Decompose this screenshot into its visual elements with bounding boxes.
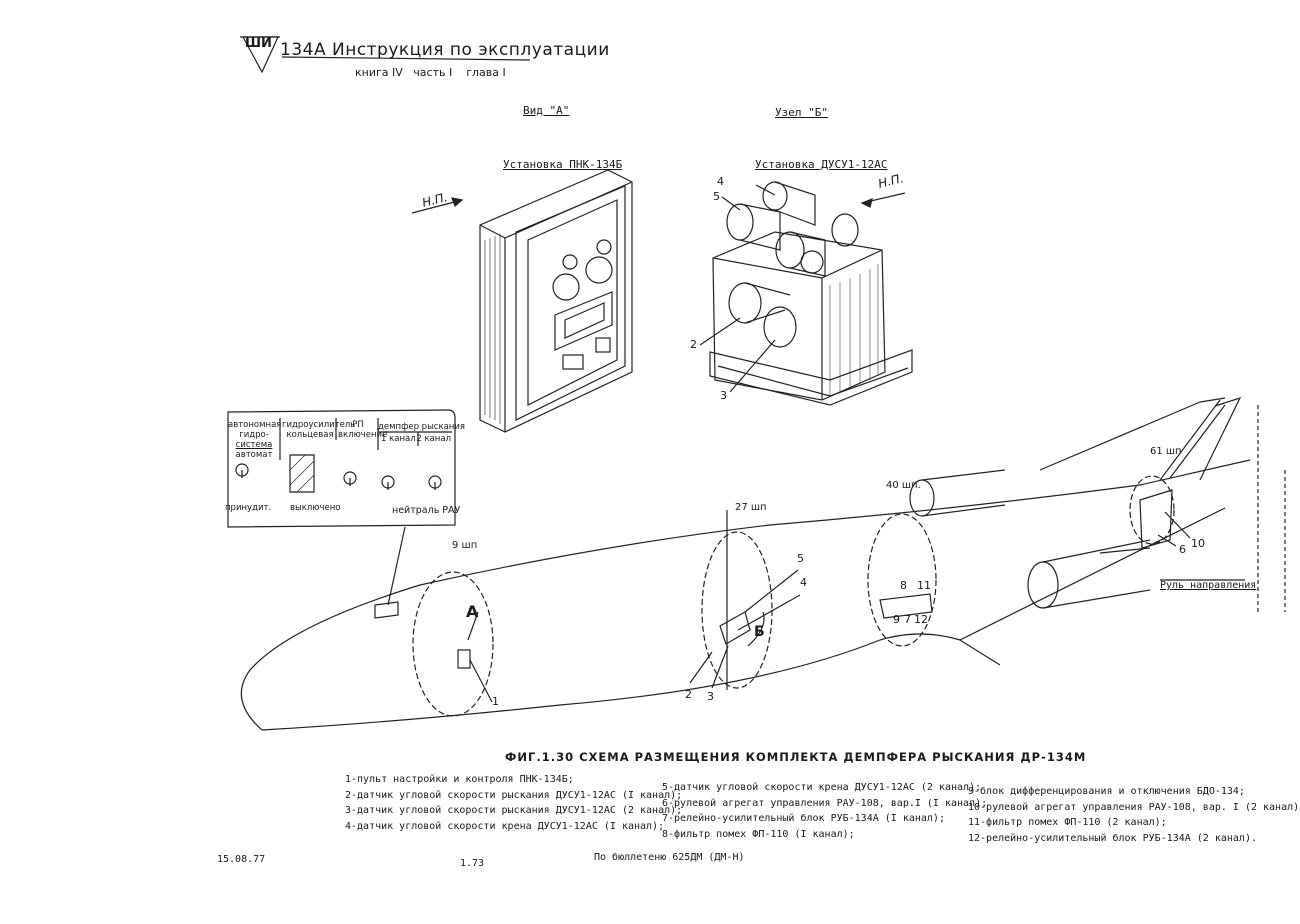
subtitle-chapter: глава I — [466, 66, 506, 79]
panel-text-line: 1 канал — [381, 434, 416, 444]
np-arrow-right — [860, 192, 906, 208]
subtitle-book: книга IV — [355, 66, 403, 79]
panel-text-line: автомат — [235, 450, 273, 460]
panel-text-line: система — [235, 440, 273, 450]
callout-2: 2 — [685, 688, 692, 701]
callout-7: 7 — [904, 613, 911, 626]
footer-bulletin: По бюллетеню 625ДМ (ДМ-Н) — [594, 852, 745, 863]
frame-9-label: 9 шп — [452, 540, 478, 551]
callout-1: 1 — [492, 695, 499, 708]
panel-col-damper: демпфер рыскания 1 канал 2 канал — [378, 422, 465, 444]
legend-item: 12-релейно-усилительный блок РУБ-134А (2… — [968, 832, 1257, 844]
panel-text-line: гидроусилитель — [282, 420, 356, 430]
figure-title: ФИГ.1.30 СХЕМА РАЗМЕЩЕНИЯ КОМПЛЕКТА ДЕМП… — [505, 750, 1087, 764]
callout-12: 12 — [914, 613, 928, 626]
panel-text-line: автономная — [228, 420, 282, 430]
document-subtitle: книга IV часть I глава I — [355, 66, 506, 79]
callout-6: 6 — [1179, 543, 1186, 556]
callout-3: 3 — [707, 690, 714, 703]
view-a-label: Вид "А" — [523, 104, 570, 117]
legend-item: 2-датчик угловой скорости рыскания ДУСУ1… — [345, 789, 683, 801]
pnk-unit-drawing — [479, 169, 633, 433]
panel-text-line: РП — [352, 420, 364, 430]
callout-4: 4 — [800, 576, 807, 589]
legend-column-1: 1-пульт настройки и контроля ПНК-134Б; 2… — [345, 772, 682, 834]
callout-5: 5 — [797, 552, 804, 565]
callout-node-4: 4 — [717, 175, 724, 188]
panel-neutral-label: нейтраль РАУ — [392, 505, 461, 516]
callout-10: 10 — [1191, 537, 1205, 550]
panel-col-hydro: автономная гидро- система автомат — [228, 420, 282, 460]
panel-col-booster: гидроусилитель кольцевая — [282, 420, 356, 440]
panel-forced-label: принудит. — [225, 503, 272, 513]
legend-item: 4-датчик угловой скорости крена ДУСУ1-12… — [345, 820, 665, 832]
legend-item: 3-датчик угловой скорости рыскания ДУСУ1… — [345, 805, 683, 816]
install-pnk-label: Установка ПНК-134Б — [503, 158, 623, 171]
legend-item: 5-датчик угловой скорости крена ДУСУ1-12… — [662, 782, 982, 793]
legend-column-3: 9-блок дифференцирования и отключения БД… — [968, 784, 1300, 846]
footer-page-number: 1.73 — [460, 858, 485, 869]
document-title: 134А Инструкция по эксплуатации — [280, 40, 610, 60]
frame-61-label: 61 шп — [1150, 446, 1182, 457]
legend-item: 1-пульт настройки и контроля ПНК-134Б; — [345, 774, 574, 785]
panel-text-line: кольцевая — [286, 430, 334, 440]
legend-item: 8-фильтр помех ФП-110 (I канал); — [662, 828, 855, 840]
callout-node-3: 3 — [720, 389, 727, 402]
logo-mark: ШИ — [245, 36, 272, 51]
rudder-label: Руль направления — [1160, 580, 1257, 591]
panel-text-line: включение — [338, 430, 388, 440]
node-b-label: Узел "Б" — [775, 106, 828, 119]
legend-item: 6-рулевой агрегат управления РАУ-108, ва… — [662, 797, 988, 809]
callout-node-5: 5 — [713, 190, 720, 203]
subtitle-part: часть I — [413, 66, 453, 79]
legend-item: 7-релейно-усилительный блок РУБ-134А (I … — [662, 813, 945, 824]
marker-a: А — [466, 602, 479, 621]
panel-col-rp: РП включение — [338, 420, 388, 440]
control-panel-drawing — [227, 409, 456, 606]
legend-item: 10-рулевой агрегат управления РАУ-108, в… — [968, 801, 1300, 813]
np-arrow-left — [411, 197, 464, 214]
dusu-node-drawing — [699, 181, 913, 406]
marker-b: Б — [754, 624, 765, 640]
aircraft-fuselage-drawing — [240, 397, 1286, 731]
panel-off-label: выключено — [290, 503, 341, 513]
callout-9: 9 — [893, 613, 900, 626]
install-dusu-label: Установка ДУСУ1-12АС — [755, 158, 888, 171]
legend-item: 9-блок дифференцирования и отключения БД… — [968, 786, 1245, 797]
frame-40-label: 40 шп. — [886, 480, 921, 491]
panel-text-line: 2 канал — [416, 434, 451, 444]
frame-27-label: 27 шп — [735, 502, 767, 513]
panel-text-line: гидро- — [239, 430, 269, 440]
panel-text-line: демпфер рыскания — [378, 422, 465, 432]
legend-column-2: 5-датчик угловой скорости крена ДУСУ1-12… — [662, 780, 987, 842]
callout-node-2: 2 — [690, 338, 697, 351]
legend-item: 11-фильтр помех ФП-110 (2 канал); — [968, 817, 1167, 828]
callout-11: 11 — [917, 579, 931, 592]
footer-date: 15.08.77 — [217, 854, 266, 865]
callout-8: 8 — [900, 579, 907, 592]
logo-emblem — [240, 36, 531, 74]
